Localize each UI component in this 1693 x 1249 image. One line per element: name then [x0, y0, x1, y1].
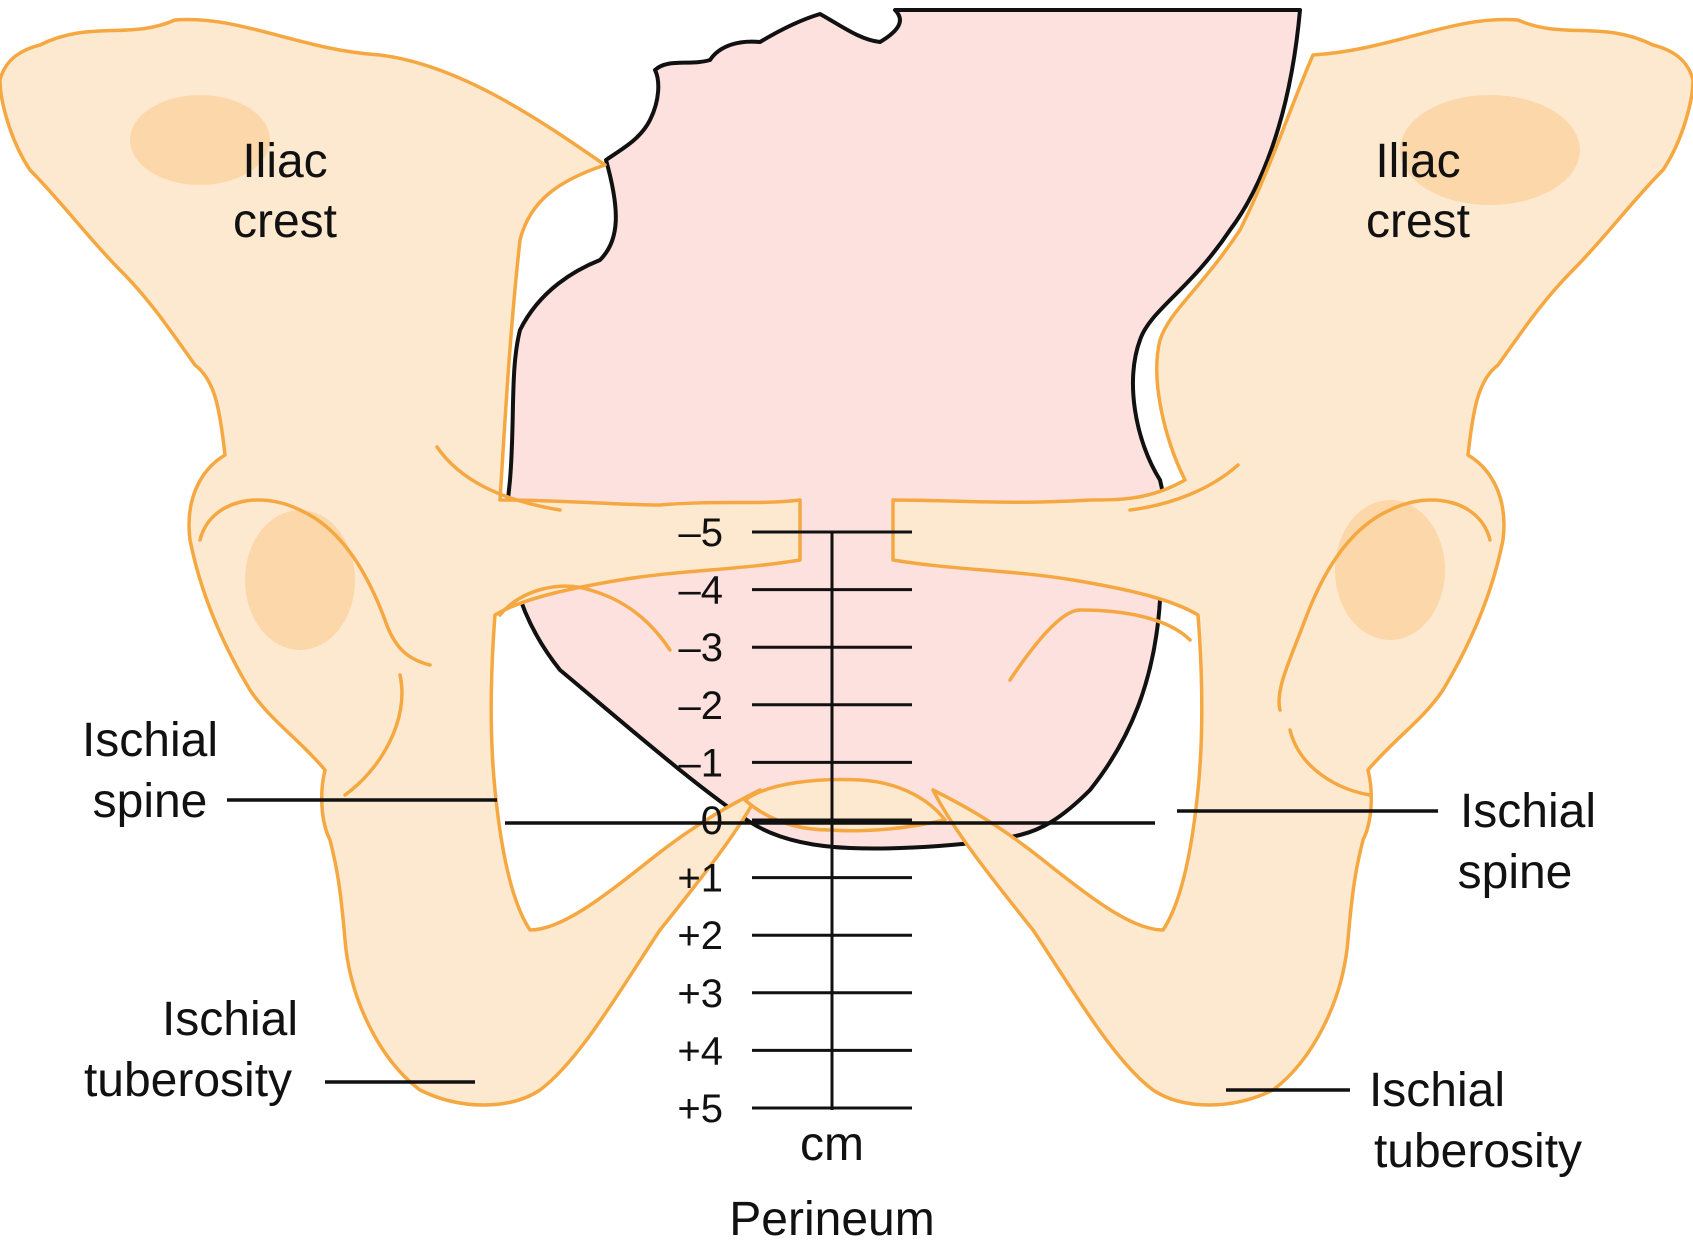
iliac-crest-left-line1: Iliac — [242, 135, 327, 188]
scale-tick-label: 0 — [701, 799, 723, 843]
scale-ticks: –5 –4 –3 –2 –1 0 +1 +2 +3 +4 +5 — [677, 511, 912, 1131]
scale-tick-label: –2 — [679, 684, 724, 728]
scale-tick-label: +1 — [677, 857, 723, 901]
left-acetabulum-shading — [245, 510, 355, 650]
ischial-spine-right-line1: Ischial — [1460, 785, 1596, 838]
ischial-tuberosity-right-line2: tuberosity — [1374, 1125, 1582, 1178]
right-inner-ramus — [1008, 608, 1192, 682]
perineum-label: Perineum — [729, 1193, 934, 1246]
scale-tick-label: +3 — [677, 972, 723, 1016]
right-acetabulum-shading — [1335, 500, 1445, 640]
ischial-spine-left-line1: Ischial — [82, 714, 218, 767]
left-iliac-shading — [130, 95, 270, 185]
ischial-tuberosity-left-line1: Ischial — [162, 993, 298, 1046]
scale-tick-label: –1 — [679, 741, 724, 785]
scale-tick-label: –5 — [679, 511, 724, 555]
scale-tick-label: +5 — [677, 1087, 723, 1131]
right-iliac-bone — [891, 17, 1693, 1107]
ischial-spine-left-line2: spine — [93, 775, 208, 828]
ischial-spine-right-line2: spine — [1458, 846, 1573, 899]
pubic-symphysis — [743, 777, 947, 833]
right-pelvic-brim — [1128, 463, 1240, 512]
iliac-crest-left-line2: crest — [233, 195, 337, 248]
iliac-crest-right-line2: crest — [1366, 195, 1470, 248]
station-scale: –5 –4 –3 –2 –1 0 +1 +2 +3 +4 +5 cm Perineum — [505, 511, 1155, 1246]
scale-tick-label: +4 — [677, 1029, 723, 1073]
right-acetabulum — [1277, 498, 1492, 797]
ischial-tuberosity-right-line1: Ischial — [1369, 1064, 1505, 1117]
scale-tick-label: –4 — [679, 569, 724, 613]
right-iliac-shading — [1400, 95, 1580, 205]
ischial-tuberosity-left-line2: tuberosity — [84, 1054, 292, 1107]
left-iliac-bone — [0, 17, 802, 1107]
left-inner-ramus — [498, 584, 672, 652]
left-acetabulum — [198, 498, 432, 797]
iliac-crest-right-line1: Iliac — [1375, 135, 1460, 188]
left-pelvic-brim — [435, 445, 562, 512]
scale-tick-label: +2 — [677, 914, 723, 958]
scale-tick-label: –3 — [679, 626, 724, 670]
unit-label: cm — [800, 1118, 864, 1171]
